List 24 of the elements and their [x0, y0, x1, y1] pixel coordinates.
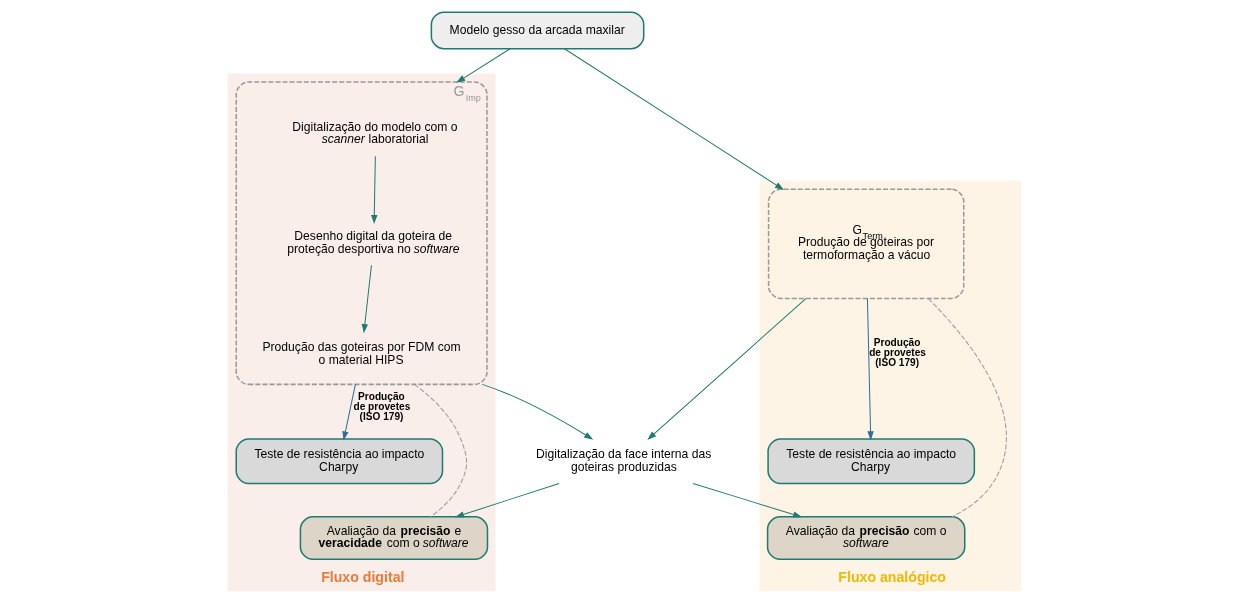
node-text: Digitalização do modelo com o scanner laboratorial	[291, 120, 457, 147]
connector	[927, 298, 1007, 518]
node-box: Teste de resistência ao impacto Charpy	[766, 438, 975, 485]
node-box: G$_{Term}$ Produção de goteiras por termoformação a vácuo	[767, 188, 964, 300]
node-box: Avaliação da precisão com o software	[766, 516, 965, 561]
connector	[413, 383, 467, 518]
arrow	[481, 383, 593, 440]
node-text: Produção das goteiras por FDM com o material HIPS	[262, 339, 461, 367]
node-box: Avaliação da precisão e veracidade com o software	[299, 516, 488, 561]
arrow	[361, 264, 372, 334]
node-text: Digitalização da face interna das goteiras produzidas	[535, 446, 711, 474]
arrow	[341, 383, 356, 441]
arrow	[692, 482, 802, 518]
node-box: Teste de resistência ao impacto Charpy	[234, 438, 443, 485]
arrow	[455, 48, 511, 83]
node-text: Desenho digital da goteira de proteção desportiva no software	[286, 229, 460, 256]
arrow	[646, 298, 806, 440]
node-box: Modelo gesso da arcada maxilar	[430, 11, 644, 50]
arrow	[454, 482, 560, 518]
edge-label: Produção de provetes (ISO 179)	[868, 336, 926, 369]
arrow	[370, 155, 377, 225]
arrow	[866, 298, 874, 441]
arrow	[563, 48, 784, 190]
edge-label: Produção de provetes (ISO 179)	[353, 390, 410, 422]
